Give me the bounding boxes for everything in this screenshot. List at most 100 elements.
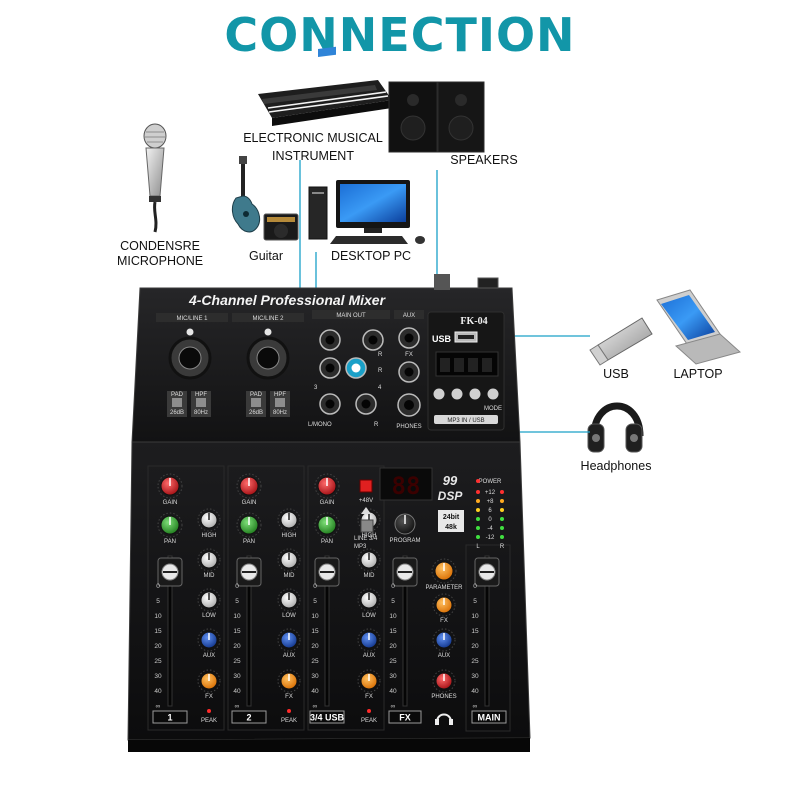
gain-knob-2[interactable] [236,473,262,499]
fx-return-knob[interactable] [432,593,456,617]
program-label: PROGRAM [389,538,420,544]
usb-label: USB [603,367,629,381]
fx-knob-2[interactable] [277,669,301,693]
warning-icon [361,507,371,514]
aux-knob-1[interactable] [197,628,221,652]
pan-knob-3[interactable] [314,512,340,538]
main-out-strip [312,310,390,319]
microphone-label: CONDENSRE MICROPHONE [102,239,218,269]
mid-label: MID [204,573,216,579]
play-pause-button[interactable] [433,388,445,400]
pad-switch-2[interactable]: PAD 26dB [246,391,266,417]
fader-scale-tick: 0 [391,583,395,590]
fader-scale-tick: ∞ [235,703,240,710]
jack-line-l[interactable] [319,357,341,379]
mid-knob-2[interactable] [277,548,301,572]
power-switch[interactable] [477,277,499,289]
parameter-knob[interactable] [431,558,457,584]
prev-button[interactable] [451,388,463,400]
meter-led-right [500,535,504,539]
peak-led [207,709,211,713]
fader-scale-tick: 15 [311,628,319,635]
hpf-label-1: HPF [195,392,207,398]
microphone-label-line-1: CONDENSRE [120,239,200,253]
fx-knob-1[interactable] [197,669,221,693]
phantom-power-button[interactable] [359,479,373,493]
channel-fader-3[interactable] [314,555,340,707]
parameter-label: PARAMETER [426,585,464,591]
channel-fader-1[interactable] [157,555,183,707]
fx-label: FX [205,694,213,700]
fader-scale-tick: 30 [389,673,397,680]
fader-scale-tick: 30 [233,673,241,680]
gain-knob-1[interactable] [157,473,183,499]
fx-knob-3[interactable] [357,669,381,693]
mid-label: MID [364,573,376,579]
phones-knob[interactable] [432,669,456,693]
fader-scale-tick: 20 [311,643,319,650]
line34-label: LINE 3/4 [354,536,378,542]
fader-scale-tick: 15 [389,628,397,635]
gain-label: GAIN [242,500,257,506]
low-knob-3[interactable] [357,588,381,612]
channel-strip-frame [227,465,305,731]
power-led [476,479,480,483]
microphone-label-line-2: MICROPHONE [116,254,204,268]
aux-knob-2[interactable] [277,628,301,652]
hpf-value-1: 80Hz [194,410,208,416]
main-strip-frame [465,544,511,732]
pan-label: PAN [164,539,176,545]
aux-return-knob[interactable] [432,628,456,652]
pad-switch-1[interactable]: PAD 26dB [167,391,187,417]
hpf-switch-1[interactable]: HPF 80Hz [191,391,211,417]
pan-knob-2[interactable] [236,512,262,538]
fader-scale-tick: 40 [311,688,319,695]
low-knob-2[interactable] [277,588,301,612]
fx-fader[interactable] [392,555,418,707]
mic-line-1-jack[interactable]: MIC/LINE 1 [156,313,228,380]
jack-main-out-l[interactable] [319,329,341,351]
jack-main-out-r[interactable] [362,329,384,351]
bit-label-2: 48k [445,524,457,531]
jack-fx[interactable] [398,361,420,383]
aux-knob-3[interactable] [357,628,381,652]
main-fader[interactable] [474,555,500,707]
pan-knob-1[interactable] [157,512,183,538]
jack-input-3[interactable] [319,393,341,415]
channel-fader-2[interactable] [236,555,262,707]
fader-scale-tick: 10 [233,613,241,620]
high-knob-2[interactable] [277,508,301,532]
channel-label-main: MAIN [478,713,501,723]
meter-label: 6 [488,508,492,514]
channel-strip-frame [147,465,225,731]
hpf-switch-2[interactable]: HPF 80Hz [270,391,290,417]
speakers-label: SPEAKERS [450,153,518,167]
jack-phones[interactable] [397,393,421,417]
meter-led-left [476,508,480,512]
jack-input-4[interactable] [355,393,377,415]
mic-line-2-jack[interactable]: MIC/LINE 2 [232,313,304,380]
pad-label-1: PAD [171,392,184,398]
fader-scale-tick: 10 [389,613,397,620]
fader-scale-tick: 0 [473,583,477,590]
channel-label-1: 1 [167,713,172,723]
meter-l-label: L [476,544,480,550]
gain-knob-3[interactable] [314,473,340,499]
low-label: LOW [362,613,376,619]
mic-line-1-label: MIC/LINE 1 [176,316,208,322]
fader-scale-tick: 5 [473,598,477,605]
channel-label-box [231,710,267,724]
line34-mp3-switch[interactable] [360,519,374,533]
high-knob-1[interactable] [197,508,221,532]
low-knob-1[interactable] [197,588,221,612]
jack-aux[interactable] [398,327,420,349]
program-knob[interactable] [394,513,416,535]
fader-scale-tick: 25 [311,658,319,665]
next-button[interactable] [469,388,481,400]
mid-knob-1[interactable] [197,548,221,572]
speakers-icon [388,81,485,153]
mid-knob-3[interactable] [357,548,381,572]
mode-button[interactable] [487,388,499,400]
fx-label: FX [365,694,373,700]
jack-line-r[interactable] [345,357,367,379]
